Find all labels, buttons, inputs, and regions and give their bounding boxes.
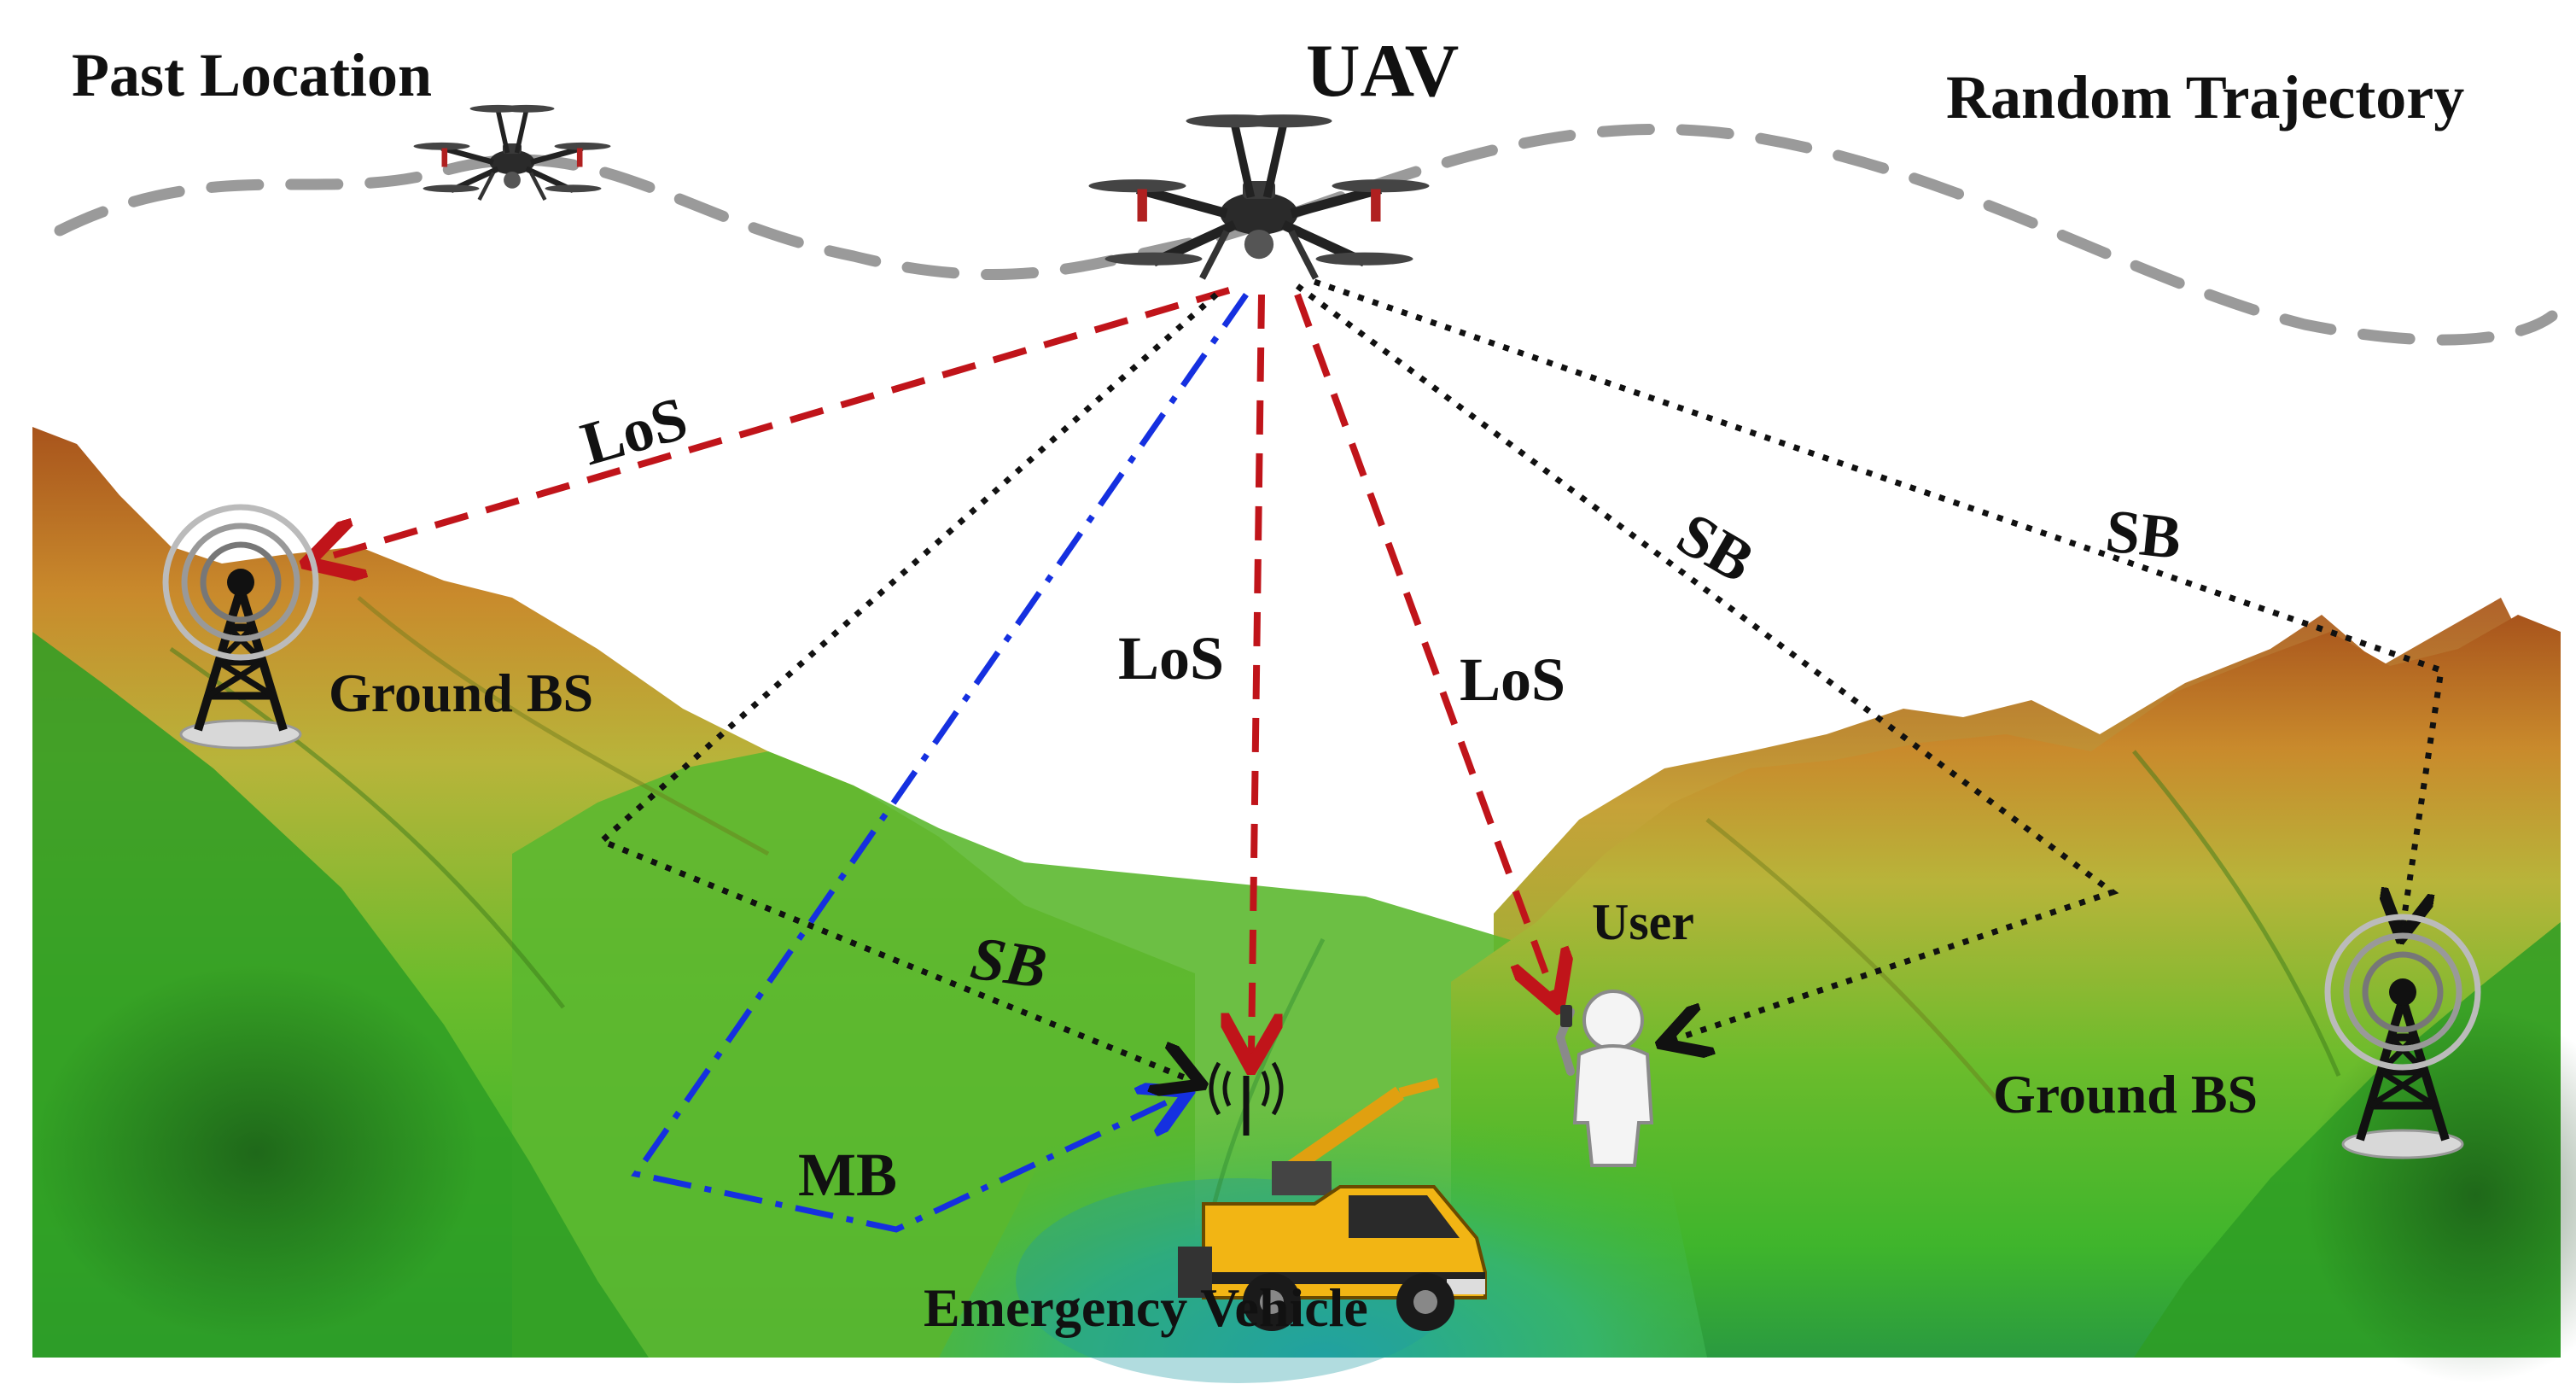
uav-icon <box>1089 114 1430 278</box>
uav-past-location-icon <box>414 105 611 200</box>
los-label-center: LoS <box>1118 624 1224 692</box>
mb-link-to-vehicle <box>631 293 1249 1233</box>
user-label: User <box>1592 894 1694 950</box>
emergency-vehicle-icon <box>1178 1061 1487 1331</box>
sb-label-lower: SB <box>967 924 1051 1002</box>
los-link-to-vehicle <box>1251 294 1262 1054</box>
sb-label-upper-mid: SB <box>1666 499 1765 596</box>
sb-label-upper-right: SB <box>2102 496 2184 572</box>
emergency-vehicle-label: Emergency Vehicle <box>924 1277 1368 1338</box>
los-link-to-user <box>1294 293 1553 995</box>
user-person-phone-icon <box>1555 990 1654 1167</box>
sb-link-to-user <box>1295 283 2119 1040</box>
past-location-label: Past Location <box>72 41 432 109</box>
uav-label: UAV <box>1306 30 1459 113</box>
ground-bs-right-label: Ground BS <box>1993 1064 2258 1124</box>
random-trajectory-label: Random Trajectory <box>1946 63 2464 131</box>
propagation-links <box>320 278 2445 1233</box>
mb-label: MB <box>798 1141 897 1209</box>
ground-bs-left-label: Ground BS <box>329 663 593 723</box>
los-label-right: LoS <box>1460 645 1565 714</box>
sb-link-to-vehicle <box>596 292 1219 1080</box>
los-label-left: LoS <box>574 383 694 478</box>
